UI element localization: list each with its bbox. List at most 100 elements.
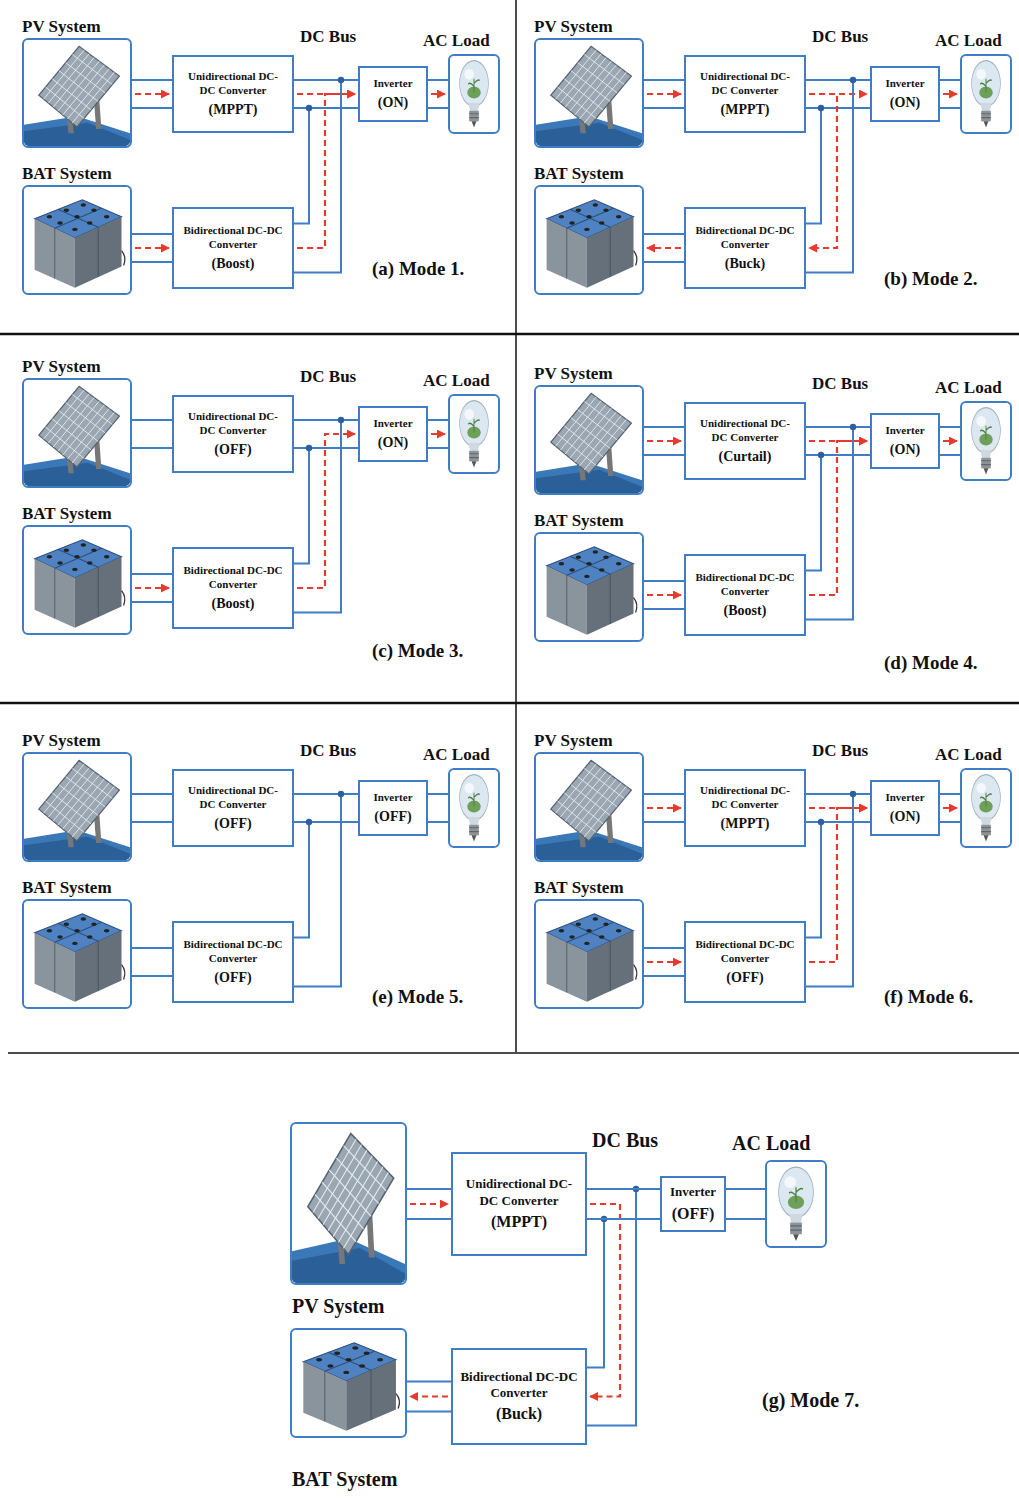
wire-line xyxy=(407,1218,451,1220)
wire-line xyxy=(587,1188,660,1190)
ac-load-box: AC Load xyxy=(448,768,500,848)
power-flow-arrow xyxy=(647,247,681,249)
converter-label: Inverter xyxy=(373,417,412,431)
converter-label: Unidirectional DC-DC Converter xyxy=(693,417,798,445)
bus-label: DC Bus xyxy=(812,374,868,394)
node-heading: PV System xyxy=(22,17,101,37)
separator-line xyxy=(0,702,1019,705)
power-flow-arrow xyxy=(943,807,957,809)
wire-connector xyxy=(587,1189,660,1219)
pv-system-box: PV System xyxy=(22,378,132,488)
mode-label: (MPPT) xyxy=(721,101,770,119)
wire-line xyxy=(132,821,172,823)
wire-line xyxy=(644,107,684,109)
node-heading: AC Load xyxy=(423,31,490,51)
panel-caption: (f) Mode 6. xyxy=(884,986,973,1009)
wire-line xyxy=(428,447,448,449)
wire-line xyxy=(940,454,960,456)
node-heading: AC Load xyxy=(423,371,490,391)
wire-line xyxy=(132,793,172,795)
bus-junction-dot xyxy=(338,417,344,423)
wire-connector xyxy=(644,427,684,455)
wire-line xyxy=(428,419,448,421)
converter-label: Inverter xyxy=(373,791,412,805)
node-heading: PV System xyxy=(534,364,613,384)
node-heading: AC Load xyxy=(423,745,490,765)
solar-panel-picture xyxy=(24,754,130,860)
battery-picture xyxy=(24,187,130,293)
power-flow-arrow xyxy=(943,440,957,442)
converter-label: Inverter xyxy=(885,791,924,805)
power-flow-arrow xyxy=(431,433,445,435)
bus-junction-dot xyxy=(850,424,856,430)
power-flow-arrow xyxy=(647,807,681,809)
wire-line xyxy=(132,573,172,575)
converter-box: Unidirectional DC-DC Converter (MPPT) xyxy=(684,55,806,133)
power-flow-arrow xyxy=(135,93,169,95)
converter-label: Inverter xyxy=(373,77,412,91)
solar-panel-picture xyxy=(536,387,642,493)
ac-load-box: AC Load xyxy=(960,768,1012,848)
converter-box: Unidirectional DC-DC Converter(MPPT) xyxy=(684,769,806,847)
solar-panel-picture xyxy=(536,754,642,860)
power-flow-arrow xyxy=(590,1204,620,1397)
inverter-box: Inverter (ON) xyxy=(870,780,940,836)
converter-box: Bidirectional DC-DC Converter(Boost) xyxy=(172,547,294,629)
wire-line xyxy=(132,419,172,421)
wire-connector xyxy=(644,234,684,262)
ac-load-box: AC Load xyxy=(448,394,500,474)
battery-system-box: BAT System xyxy=(534,899,644,1009)
wire-line xyxy=(940,821,960,823)
wire-line xyxy=(940,426,960,428)
separator-line xyxy=(515,0,517,1052)
bus-junction-dot xyxy=(818,452,824,458)
wire-line xyxy=(132,79,172,81)
ac-load-box: AC Load xyxy=(765,1160,827,1248)
power-flow-arrow xyxy=(410,1203,448,1205)
wire-line xyxy=(428,107,448,109)
battery-system-box: BAT System xyxy=(534,532,644,642)
pv-system-box: PV System xyxy=(290,1122,407,1285)
panel-caption: (b) Mode 2. xyxy=(884,268,977,291)
wire-connector xyxy=(132,420,172,448)
mode-label: (ON) xyxy=(890,94,920,112)
light-bulb-picture xyxy=(450,770,498,846)
bus-junction-dot xyxy=(818,819,824,825)
ac-load-box: AC Load xyxy=(448,54,500,134)
wire-line xyxy=(940,79,960,81)
inverter-box: Inverter (ON) xyxy=(358,66,428,122)
panel-caption: (e) Mode 5. xyxy=(372,986,463,1009)
wire-line xyxy=(132,601,172,603)
node-heading: PV System xyxy=(22,731,101,751)
converter-label: Unidirectional DC-DC Converter xyxy=(457,1176,581,1209)
pv-system-box: PV System xyxy=(534,385,644,495)
converter-label: Inverter xyxy=(885,424,924,438)
converter-label: Bidirectional DC-DC Converter xyxy=(693,571,798,599)
mode-label: (ON) xyxy=(378,94,408,112)
converter-box: Bidirectional DC-DC Converter(Buck) xyxy=(451,1348,587,1445)
converter-box: Unidirectional DC-DC Converter(MPPT) xyxy=(451,1152,587,1256)
mode-label: (MPPT) xyxy=(721,815,770,833)
bus-junction-dot xyxy=(850,77,856,83)
power-flow-arrow xyxy=(647,93,681,95)
bus-label: DC Bus xyxy=(812,741,868,761)
wire-connector xyxy=(806,791,870,987)
node-heading: AC Load xyxy=(935,31,1002,51)
node-heading: PV System xyxy=(22,357,101,377)
wire-line xyxy=(940,107,960,109)
inverter-box: Inverter(ON) xyxy=(870,413,940,469)
wire-line xyxy=(294,794,358,987)
converter-label: Unidirectional DC-DC Converter xyxy=(693,70,798,98)
wire-connector xyxy=(132,574,172,602)
separator-line xyxy=(0,333,1019,336)
mode-label: (ON) xyxy=(890,808,920,826)
panel-caption: (g) Mode 7. xyxy=(762,1388,859,1412)
panel-caption: (c) Mode 3. xyxy=(372,640,463,663)
wire-line xyxy=(132,975,172,977)
wire-line xyxy=(132,261,172,263)
wire-line xyxy=(132,947,172,949)
mode-label: (Buck) xyxy=(496,1404,542,1424)
converter-label: Bidirectional DC-DC Converter xyxy=(181,224,286,252)
wire-connector xyxy=(294,791,358,987)
